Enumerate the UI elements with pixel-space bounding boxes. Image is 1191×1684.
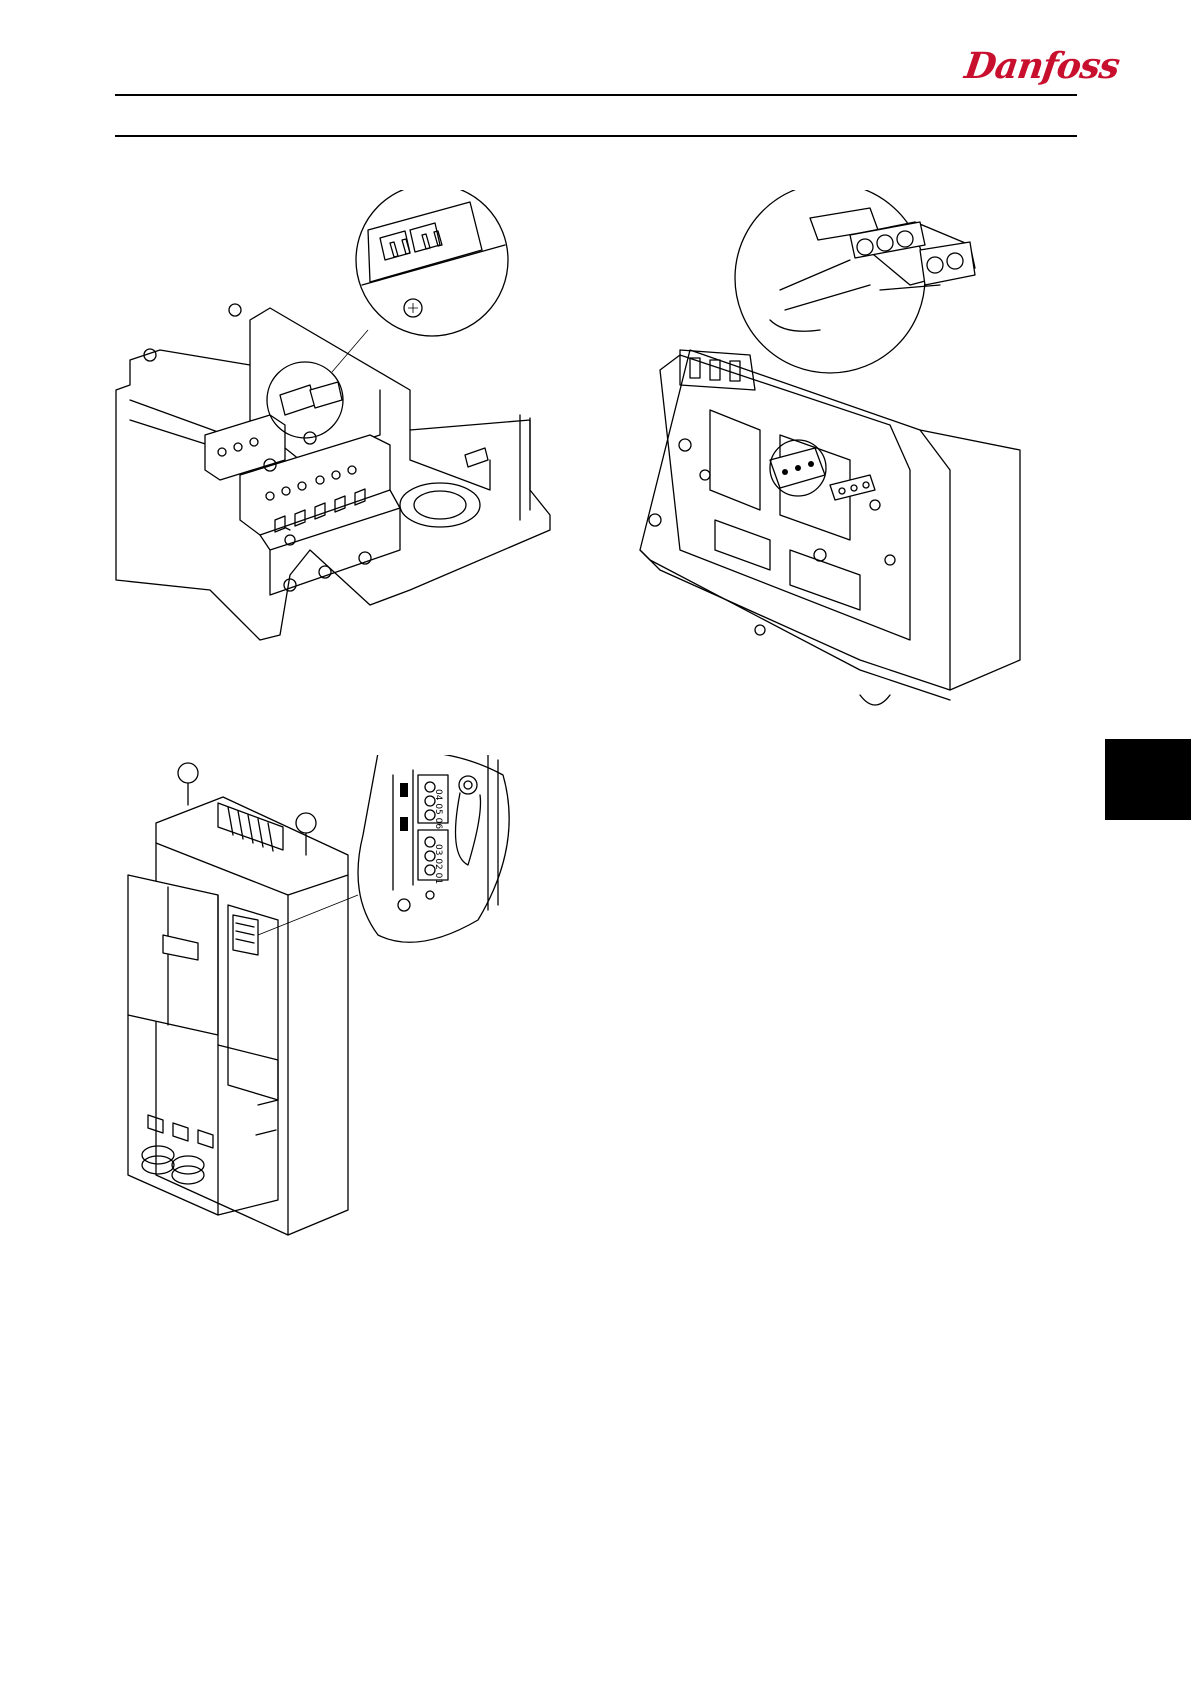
header-rule-bottom	[115, 135, 1077, 137]
enclosure-with-detail-illustration: 04 05 06 03 02 01	[108, 755, 558, 1255]
section-tab	[1105, 739, 1191, 820]
upper-terminal-label: 04 05 06	[433, 789, 443, 829]
brand-wordmark: Danfoss	[961, 38, 1081, 94]
lower-terminal-label: 03 02 01	[433, 844, 443, 884]
relay-terminal-illustration-1	[110, 190, 590, 660]
header-rule-top	[115, 94, 1077, 96]
danfoss-logo: Danfoss	[965, 38, 1077, 94]
relay-terminal-illustration-2	[620, 190, 1040, 730]
